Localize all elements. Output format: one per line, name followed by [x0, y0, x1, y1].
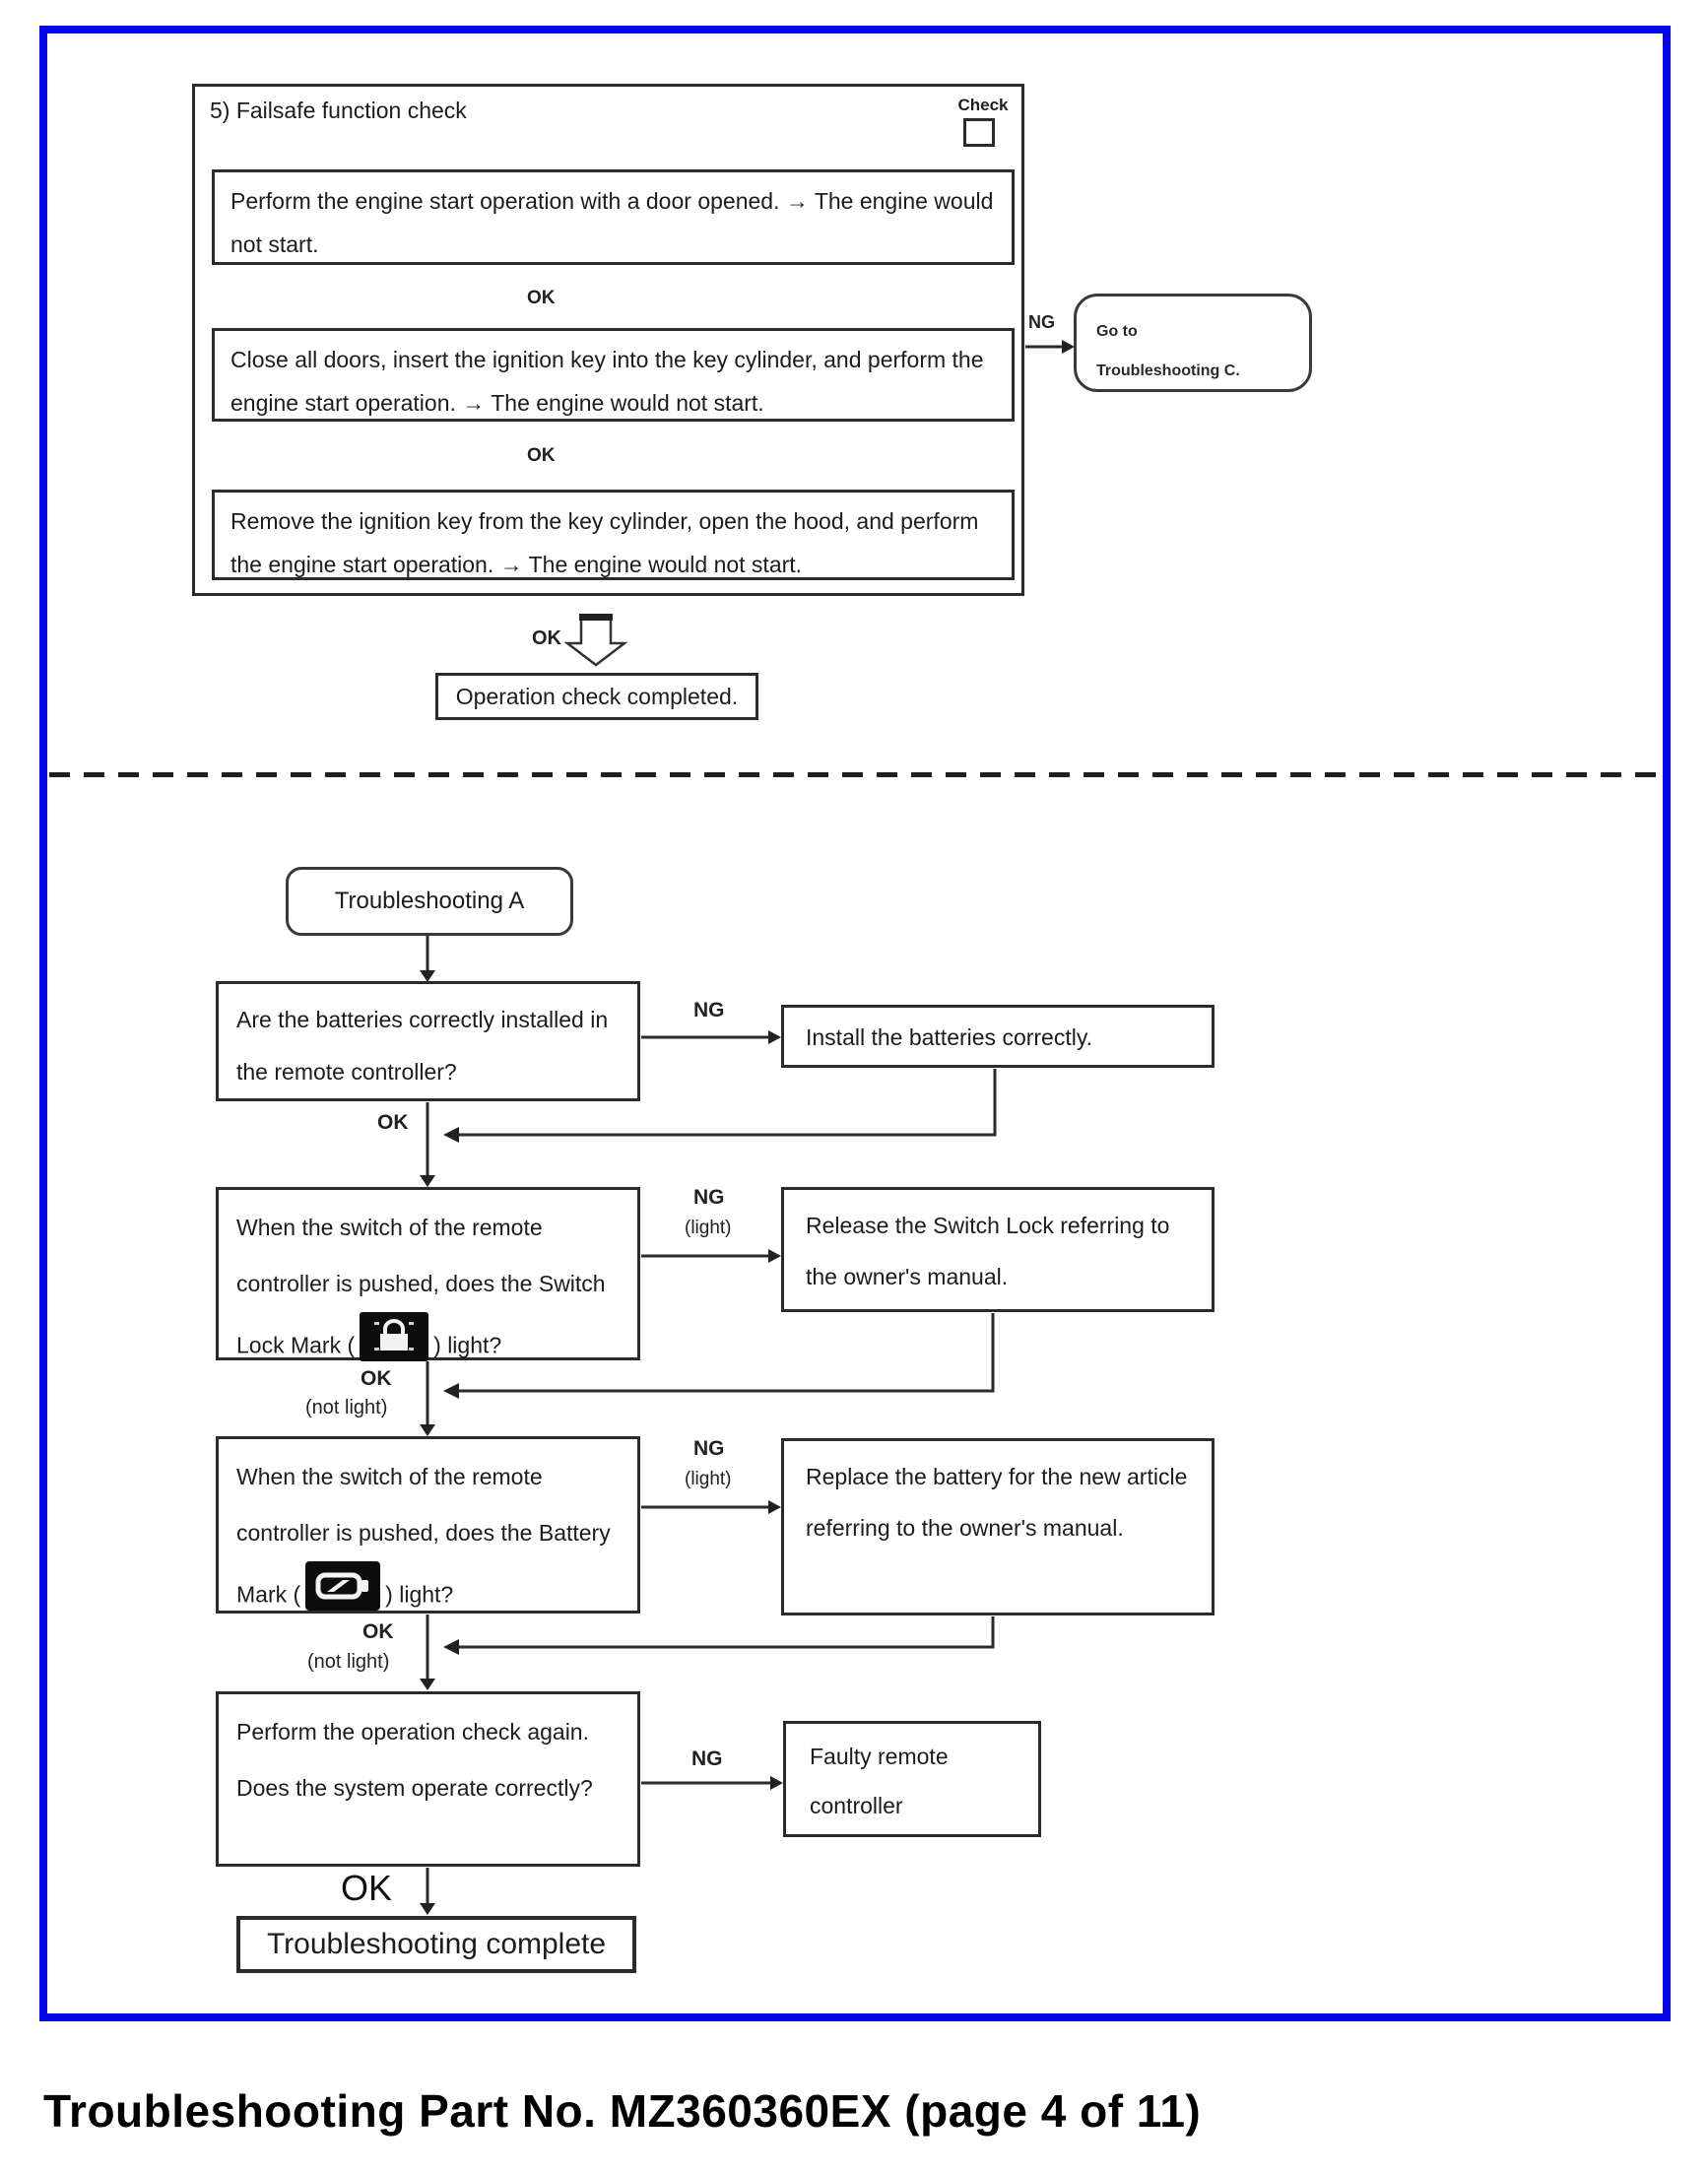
ng-label-upper: NG	[1028, 312, 1055, 332]
question-batteries-installed: Are the batteries correctly installed in…	[216, 981, 640, 1101]
page-caption: Troubleshooting Part No. MZ360360EX (pag…	[43, 2085, 1202, 2137]
q2-text-prefix: When the switch of the remote controller…	[236, 1215, 606, 1358]
check-checkbox[interactable]	[963, 118, 995, 147]
q2-text-suffix: ) light?	[433, 1332, 502, 1358]
not-light-label-q3: (not light)	[307, 1651, 390, 1673]
question-switch-lock-mark: When the switch of the remote controller…	[216, 1187, 640, 1361]
result-faulty-remote-controller: Faulty remote controller	[783, 1721, 1041, 1837]
ok-label-2: OK	[527, 445, 556, 466]
troubleshooting-complete-box: Troubleshooting complete	[236, 1916, 636, 1973]
failsafe-title: 5) Failsafe function check	[210, 98, 467, 123]
troubleshooting-a-start: Troubleshooting A	[286, 867, 573, 936]
ng-label-q4: NG	[691, 1747, 723, 1770]
q3-text-prefix: When the switch of the remote controller…	[236, 1464, 611, 1608]
question-battery-mark: When the switch of the remote controller…	[216, 1436, 640, 1614]
battery-mark-icon	[305, 1561, 381, 1631]
goto-line2: Troubleshooting C.	[1096, 362, 1240, 379]
q3-text-suffix: ) light?	[385, 1581, 454, 1608]
question-operation-check: Perform the operation check again. Does …	[216, 1691, 640, 1867]
section-divider	[49, 772, 1663, 777]
light-label-q2: (light)	[685, 1218, 732, 1238]
remedy-replace-battery: Replace the battery for the new article …	[781, 1438, 1215, 1615]
goto-troubleshooting-c-box: Go to Troubleshooting C.	[1074, 294, 1312, 392]
ok-label-q1: OK	[377, 1111, 409, 1134]
remedy-release-switch-lock: Release the Switch Lock referring to the…	[781, 1187, 1215, 1312]
ok-label-q2: OK	[361, 1367, 392, 1390]
ng-label-q3: NG	[693, 1437, 725, 1460]
remedy-install-batteries: Install the batteries correctly.	[781, 1005, 1215, 1068]
ok-label-final: OK	[341, 1868, 393, 1908]
ok-label-3: OK	[532, 627, 561, 649]
ng-label-q1: NG	[693, 999, 725, 1022]
check-label: Check	[957, 96, 1009, 114]
ng-label-q2: NG	[693, 1186, 725, 1209]
light-label-q3: (light)	[685, 1469, 732, 1489]
failsafe-step-1: Perform the engine start operation with …	[212, 169, 1015, 265]
operation-check-completed-box: Operation check completed.	[435, 673, 758, 720]
ok-label-1: OK	[527, 288, 556, 308]
switch-lock-mark-icon	[360, 1312, 429, 1382]
not-light-label-q2: (not light)	[305, 1397, 388, 1418]
ok-label-q3: OK	[362, 1620, 394, 1643]
goto-line1: Go to	[1096, 323, 1138, 340]
failsafe-step-3: Remove the ignition key from the key cyl…	[212, 490, 1015, 580]
failsafe-step-2: Close all doors, insert the ignition key…	[212, 328, 1015, 422]
